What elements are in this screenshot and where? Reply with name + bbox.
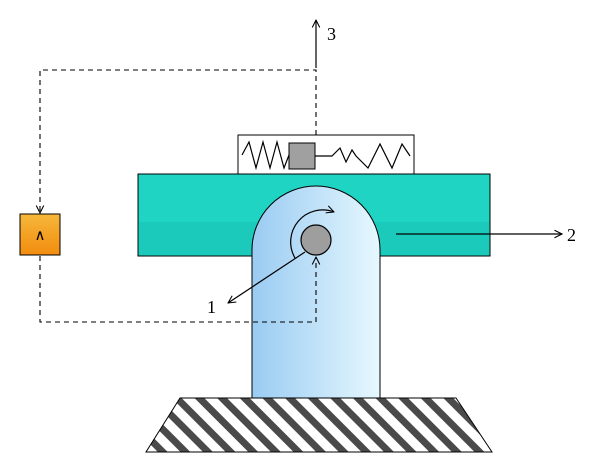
sensor-spring-left (241, 139, 290, 171)
rotation-arrow (290, 210, 334, 259)
feedback-loop-upper (40, 69, 317, 213)
pivot-leader-arrow (228, 251, 306, 303)
sensor-spring-right (315, 142, 411, 170)
label-slider: 2 (567, 225, 576, 245)
pivot-circle (300, 224, 332, 256)
label-output: 3 (327, 24, 336, 44)
ground-base (145, 397, 493, 453)
label-pivot: 1 (207, 297, 216, 317)
sensor-mass (288, 142, 316, 170)
amplifier-symbol: ∧ (35, 227, 46, 244)
sensor-housing (237, 134, 415, 175)
amplifier-block (19, 213, 61, 256)
